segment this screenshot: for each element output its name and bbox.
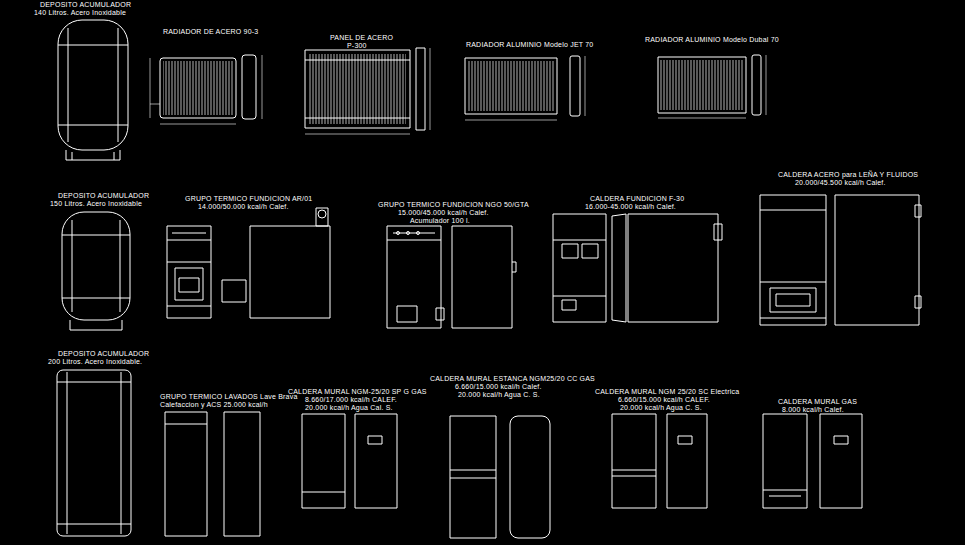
radiator-dubal [658, 55, 766, 118]
equipment-label: 200 Litros. Acero Inoxidable. [48, 358, 142, 366]
equipment-label: GRUPO TERMICO FUNDICION AR/01 [185, 195, 312, 203]
equipment-label: P-300 [347, 42, 367, 50]
equipment-label: CALDERA MURAL NGM-25/20 SP G GAS [288, 388, 427, 396]
boiler-f30 [553, 214, 722, 322]
equipment-label: CALDERA MURAL ESTANCA NGM25/20 CC GAS [430, 375, 595, 383]
boiler-lena [760, 195, 921, 325]
equipment-label: 14.000/50.000 kcal/h Calef. [198, 203, 289, 211]
equipment-label: 150 Litros. Acero Inoxidable [50, 200, 142, 208]
boiler-lavados [165, 412, 260, 536]
equipment-label: 20.000 kcal/h Agua Cal. S. [305, 404, 393, 412]
equipment-label: 20.000 kcal/h Agua C. S. [458, 391, 540, 399]
equipment-label: RADIADOR ALUMINIO Modelo JET 70 [466, 41, 593, 49]
equipment-label: GRUPO TERMICO LAVADOS Lave Brava [160, 393, 298, 401]
equipment-label: 20.000 kcal/h Agua C. S. [620, 404, 702, 412]
equipment-label: 6.660/15.000 kcal/h CALEF. [618, 396, 710, 404]
equipment-label: CALDERA FUNDICION F-30 [590, 195, 684, 203]
boiler-ar01 [167, 208, 330, 318]
equipment-label: CALDERA MURAL GAS [778, 398, 857, 406]
panel-steel [305, 48, 430, 134]
equipment-label: DEPOSITO ACUMULADOR [58, 192, 149, 200]
equipment-label: DEPOSITO ACUMULADOR [40, 1, 131, 9]
equipment-label: 8.000 kcal/h Calef. [782, 406, 844, 414]
equipment-label: RADIADOR DE ACERO 90-3 [163, 28, 258, 36]
equipment-label: 16.000-45.000 kcal/h Calef. [585, 203, 676, 211]
boiler-ngm-sp [302, 414, 397, 508]
equipment-label: 140 Litros. Acero Inoxidable [34, 9, 126, 17]
tank-200 [57, 370, 131, 536]
equipment-label: DEPOSITO ACUMULADOR [58, 350, 149, 358]
equipment-label: Calefaccion y ACS 25.000 kcal/h [160, 401, 268, 409]
equipment-label: CALDERA MURAL NGM 25/20 SC Electrica [595, 388, 739, 396]
equipment-label: 6.660/15.000 kcal/h Calef. [455, 383, 542, 391]
equipment-label: 8.660/17.000 kcal/h CALEF. [305, 396, 397, 404]
tank-150 [62, 212, 130, 330]
equipment-label: RADIADOR ALUMINIO Modelo Dubal 70 [645, 36, 779, 44]
tank-140 [58, 20, 128, 160]
equipment-label: CALDERA ACERO para LEÑA Y FLUIDOS [778, 171, 918, 179]
radiator-steel [150, 55, 262, 124]
radiator-jet [465, 56, 585, 120]
boiler-ngo [387, 226, 516, 328]
equipment-label: PANEL DE ACERO [330, 34, 393, 42]
boiler-gas [763, 414, 862, 508]
equipment-label: 15.000/45.000 kcal/h Calef. [398, 209, 489, 217]
boiler-estanca [450, 416, 550, 538]
equipment-label: 20.000/45.500 kcal/h Calef. [795, 179, 886, 187]
equipment-label: GRUPO TERMICO FUNDICION NGO 50/GTA [378, 201, 529, 209]
equipment-label: Acumulador 100 l. [410, 217, 470, 225]
boiler-electrica [612, 414, 707, 508]
